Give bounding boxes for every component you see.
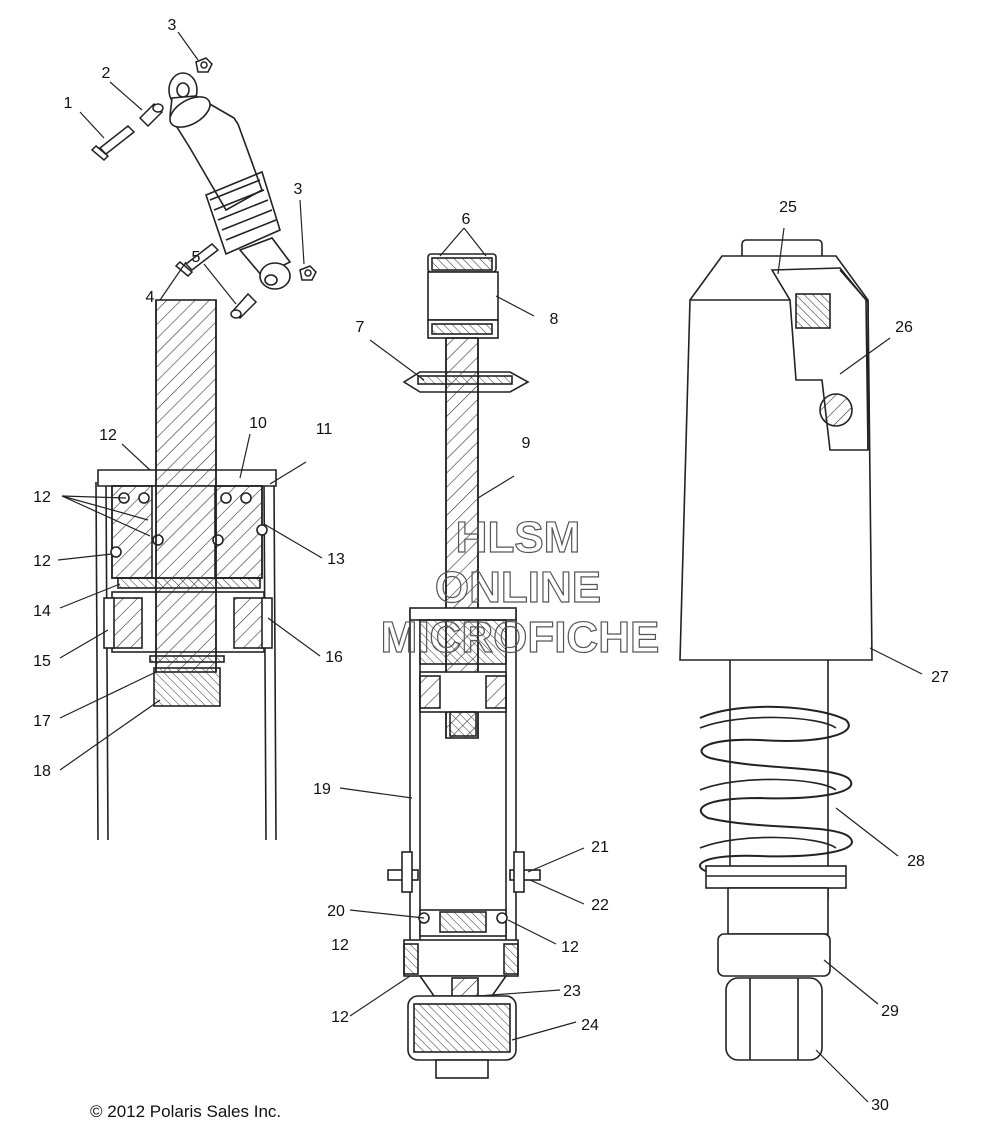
callout-18: 18 xyxy=(33,763,51,780)
callout-3-top: 3 xyxy=(168,17,177,34)
callout-8: 8 xyxy=(550,311,559,328)
callout-9: 9 xyxy=(522,435,531,452)
callout-22: 22 xyxy=(591,897,609,914)
watermark-line-1: HLSM xyxy=(456,513,581,562)
leader-lines xyxy=(57,31,923,1103)
callout-12-e: 12 xyxy=(561,939,579,956)
callout-10: 10 xyxy=(249,415,267,432)
callout-17: 17 xyxy=(33,713,51,730)
callout-29: 29 xyxy=(881,1003,899,1020)
callout-labels: 1 2 3 3 4 5 6 7 8 9 10 11 12 12 12 12 13… xyxy=(33,17,949,1114)
watermark-line-3: MICROFICHE xyxy=(381,613,660,662)
bolt-1 xyxy=(90,124,136,162)
callout-24: 24 xyxy=(581,1017,599,1034)
callout-26: 26 xyxy=(895,319,913,336)
callout-21: 21 xyxy=(591,839,609,856)
shock-exterior-view xyxy=(679,239,873,1061)
watermark: HLSM ONLINE MICROFICHE xyxy=(380,512,660,662)
callout-7: 7 xyxy=(356,319,365,336)
callout-2: 2 xyxy=(102,65,111,82)
left-section-view xyxy=(95,299,277,841)
callout-12-f: 12 xyxy=(331,1009,349,1026)
bolt-4 xyxy=(174,243,220,278)
center-section-view xyxy=(387,253,541,1079)
callout-25: 25 xyxy=(779,199,797,216)
callout-6: 6 xyxy=(462,211,471,228)
nut-3-top xyxy=(195,57,213,73)
nut-3-lower xyxy=(299,265,317,281)
callout-12-b: 12 xyxy=(33,489,51,506)
callout-16: 16 xyxy=(325,649,343,666)
shock-assembly-overview xyxy=(168,72,292,290)
callout-14: 14 xyxy=(33,603,51,620)
callout-19: 19 xyxy=(313,781,331,798)
callout-27: 27 xyxy=(931,669,949,686)
callout-12-c: 12 xyxy=(33,553,51,570)
callout-3-lower: 3 xyxy=(294,181,303,198)
callout-15: 15 xyxy=(33,653,51,670)
bushing-2 xyxy=(138,102,164,128)
callout-13: 13 xyxy=(327,551,345,568)
callout-11: 11 xyxy=(316,421,333,438)
callout-12-a: 12 xyxy=(99,427,117,444)
callout-12-d: 12 xyxy=(331,937,349,954)
callout-1: 1 xyxy=(64,95,73,112)
callout-5: 5 xyxy=(192,249,201,266)
callout-30: 30 xyxy=(871,1097,889,1114)
callout-23: 23 xyxy=(563,983,581,1000)
callout-28: 28 xyxy=(907,853,925,870)
bushing-5 xyxy=(230,292,258,319)
callout-4: 4 xyxy=(146,289,155,306)
copyright-notice: © 2012 Polaris Sales Inc. xyxy=(90,1102,282,1121)
callout-20: 20 xyxy=(327,903,345,920)
watermark-line-2: ONLINE xyxy=(435,563,601,612)
